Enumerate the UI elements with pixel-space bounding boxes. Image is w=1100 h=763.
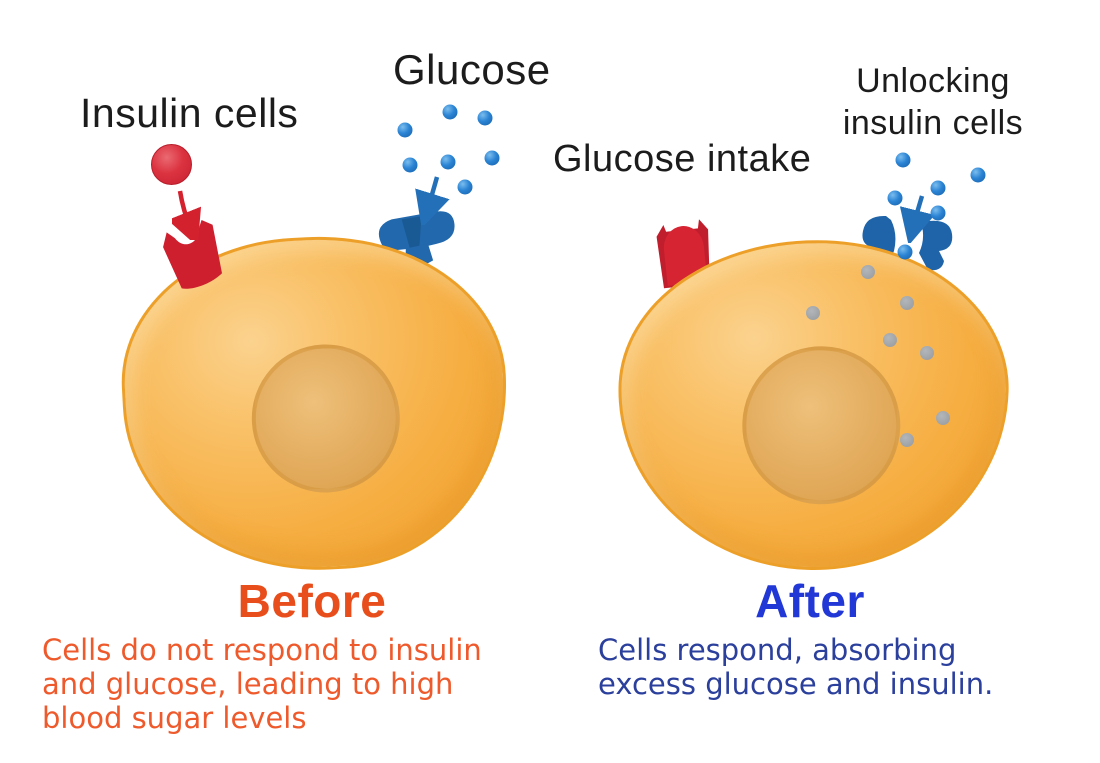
nucleus-after — [739, 343, 904, 508]
before-description-line: and glucose, leading to high — [42, 667, 454, 701]
nucleus-before — [248, 340, 404, 497]
glucose-dot — [895, 152, 911, 168]
after-description: Cells respond, absorbing excess glucose … — [598, 633, 993, 701]
insulin-receptor-open-icon — [163, 219, 223, 289]
glucose-dot — [970, 167, 986, 183]
glucose-dot — [397, 122, 413, 138]
glucose-dot — [440, 154, 456, 170]
glucose-label: Glucose — [393, 46, 551, 93]
glucose-dot — [457, 179, 473, 195]
glucose-dot — [442, 104, 458, 120]
insulin-cells-label: Insulin cells — [80, 90, 299, 136]
insulin-molecule-icon — [151, 144, 192, 185]
insulin-arrow-icon — [172, 190, 202, 240]
before-heading: Before — [237, 575, 387, 627]
glucose-arrow-right-icon — [900, 195, 935, 243]
glucose-arrow-left-icon — [415, 176, 450, 225]
after-description-line: excess glucose and insulin. — [598, 667, 994, 701]
before-description-line: Cells do not respond to insulin — [42, 633, 482, 667]
glucose-intake-label: Glucose intake — [553, 138, 812, 180]
after-description-line: Cells respond, absorbing — [598, 633, 957, 667]
unlocking-insulin-cells-label: Unlocking insulin cells — [842, 62, 1024, 142]
before-description: Cells do not respond to insulin and gluc… — [42, 633, 482, 735]
after-heading: After — [755, 575, 865, 627]
glucose-dot — [477, 110, 493, 126]
glucose-dot — [484, 150, 500, 166]
cell-after — [612, 233, 1014, 577]
before-description-line: blood sugar levels — [42, 701, 307, 735]
